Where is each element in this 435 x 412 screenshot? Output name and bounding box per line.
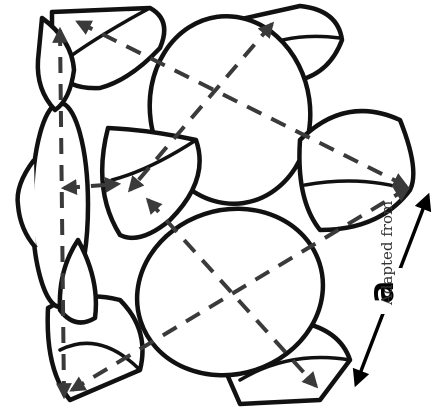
credit-text: Adapted from [378, 185, 404, 305]
